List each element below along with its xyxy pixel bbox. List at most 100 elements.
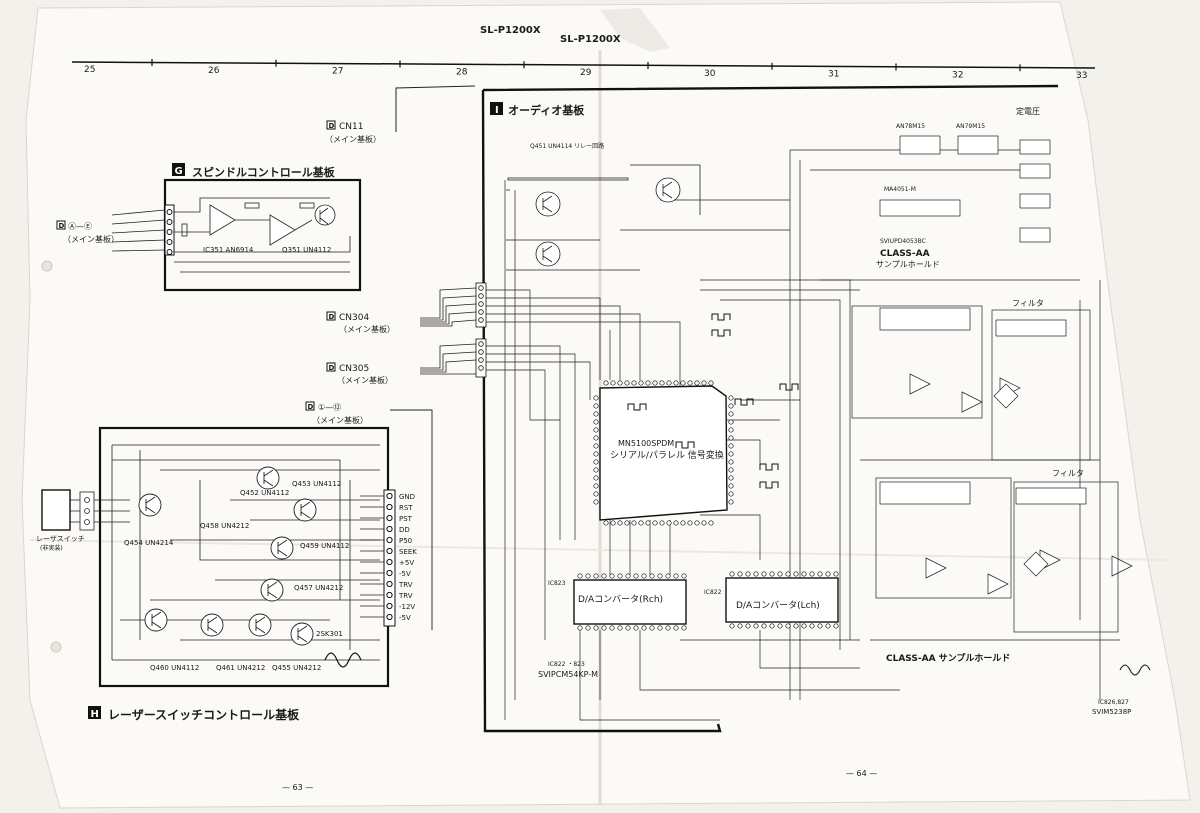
ic-pin [659, 520, 665, 526]
ic-pin [593, 467, 599, 473]
op-amp-symbol [925, 557, 947, 579]
cn11-sub: （メイン基板） [325, 134, 381, 144]
a-e-wires [111, 209, 166, 252]
dac-pin [633, 573, 639, 579]
ic-pin [593, 475, 599, 481]
dac-pin [641, 573, 647, 579]
transistor-symbol [138, 493, 162, 517]
dac-pin [585, 573, 591, 579]
ic-pin [728, 419, 734, 425]
square-wave [711, 313, 731, 321]
circuit-trace [486, 361, 591, 400]
square-wave [779, 383, 799, 391]
cn11-lead [395, 85, 476, 132]
ic-package [995, 319, 1067, 337]
ic-pin [624, 380, 630, 386]
cn304-sub: （メイン基板） [339, 324, 395, 334]
ic-pin [610, 380, 616, 386]
cn304-marker [326, 311, 336, 321]
transistor-leads [300, 501, 311, 519]
pin-hole [386, 602, 393, 610]
grid-ruler-ticks [151, 59, 1021, 72]
ic-pin [659, 380, 665, 386]
dac-pin [753, 571, 759, 577]
dac-pin [609, 573, 615, 579]
cn304-wires [420, 287, 477, 327]
ic823-ref: IC823 [548, 580, 566, 587]
ic-an79m15: AN79M15 [956, 123, 985, 130]
transistor-leads [263, 469, 274, 487]
board-i-letter-box [490, 102, 503, 115]
waveform-marks [627, 313, 1151, 676]
ic-svi: SVIUPD4053BC [880, 238, 926, 245]
ic-svim-ref: IC826,827 [1098, 699, 1129, 706]
ic-pin [593, 443, 599, 449]
circuit-trace [486, 321, 681, 386]
circuit-trace [759, 630, 860, 669]
ic-package [1015, 487, 1087, 505]
board-i-input-connector [475, 282, 487, 378]
filter-block-top [991, 309, 1091, 461]
dac-l-label: D/Aコンバータ(Lch) [736, 600, 820, 611]
h-q461: Q461 UN4212 [216, 664, 265, 672]
right-side-ics [851, 135, 1133, 633]
ic-pin [728, 435, 734, 441]
grid-ruler-line [71, 61, 1096, 69]
ic-ma4051: MA4051-M [884, 186, 916, 193]
ic-pin [610, 520, 616, 526]
grid-number: 26 [208, 66, 220, 76]
transistor-leads [207, 616, 218, 634]
ic-package [1019, 227, 1051, 243]
h-q453: Q453 UN4112 [292, 480, 341, 488]
board-g-connector [164, 204, 175, 256]
dac-pin [577, 625, 583, 631]
circuit-trace [486, 353, 576, 540]
page-number-right: — 64 — [846, 769, 877, 778]
relay-circuit [506, 164, 701, 271]
dac-pin [617, 573, 623, 579]
laser-switch-sub: (非実装) [40, 544, 63, 552]
dac-pin [585, 625, 591, 631]
dac-pin [625, 625, 631, 631]
pin-label: TRV [398, 581, 413, 589]
dac-pin [761, 623, 767, 629]
main-ic-pins [593, 380, 734, 526]
sample-hold-top: サンプルホールド [876, 260, 940, 269]
transistor-leads [297, 625, 308, 643]
ic-pin [631, 520, 637, 526]
pin-label: P50 [399, 537, 412, 545]
main-ic-desc: シリアル/パラレル 信号変換 [610, 449, 724, 461]
ic-package [879, 199, 961, 217]
dac-pin [665, 625, 671, 631]
paper-tear [600, 8, 670, 52]
sample-hold-block-top [851, 305, 983, 419]
board-h-letter-box [88, 706, 101, 719]
ic822-823: IC822 ・823 [548, 661, 585, 668]
dac-pin [609, 625, 615, 631]
dac-pin [777, 571, 783, 577]
square-wave [759, 481, 779, 489]
ic-pin [638, 380, 644, 386]
ic-pin [593, 483, 599, 489]
board-h-letter: H [91, 709, 99, 720]
binder-hole [41, 260, 53, 272]
ic-pin [708, 380, 714, 386]
main-ic-name: MN5100SPDM [618, 439, 674, 448]
pin-label: GND [399, 493, 415, 501]
binder-hole [50, 641, 62, 653]
square-wave [711, 329, 731, 337]
filter-block-bottom [1013, 481, 1119, 633]
pin-hole [386, 580, 393, 588]
circuit-trace [639, 630, 900, 691]
cn304-label: CN304 [339, 313, 369, 323]
circuit-trace [700, 279, 851, 640]
ic-pin [638, 520, 644, 526]
op-amp-symbol [1111, 555, 1133, 577]
board-i-frame [481, 84, 1059, 733]
ic-pin [673, 520, 679, 526]
ic-package [1019, 193, 1051, 209]
ic-pin [687, 380, 693, 386]
ic-pin [617, 520, 623, 526]
transistor-symbol [260, 578, 284, 602]
